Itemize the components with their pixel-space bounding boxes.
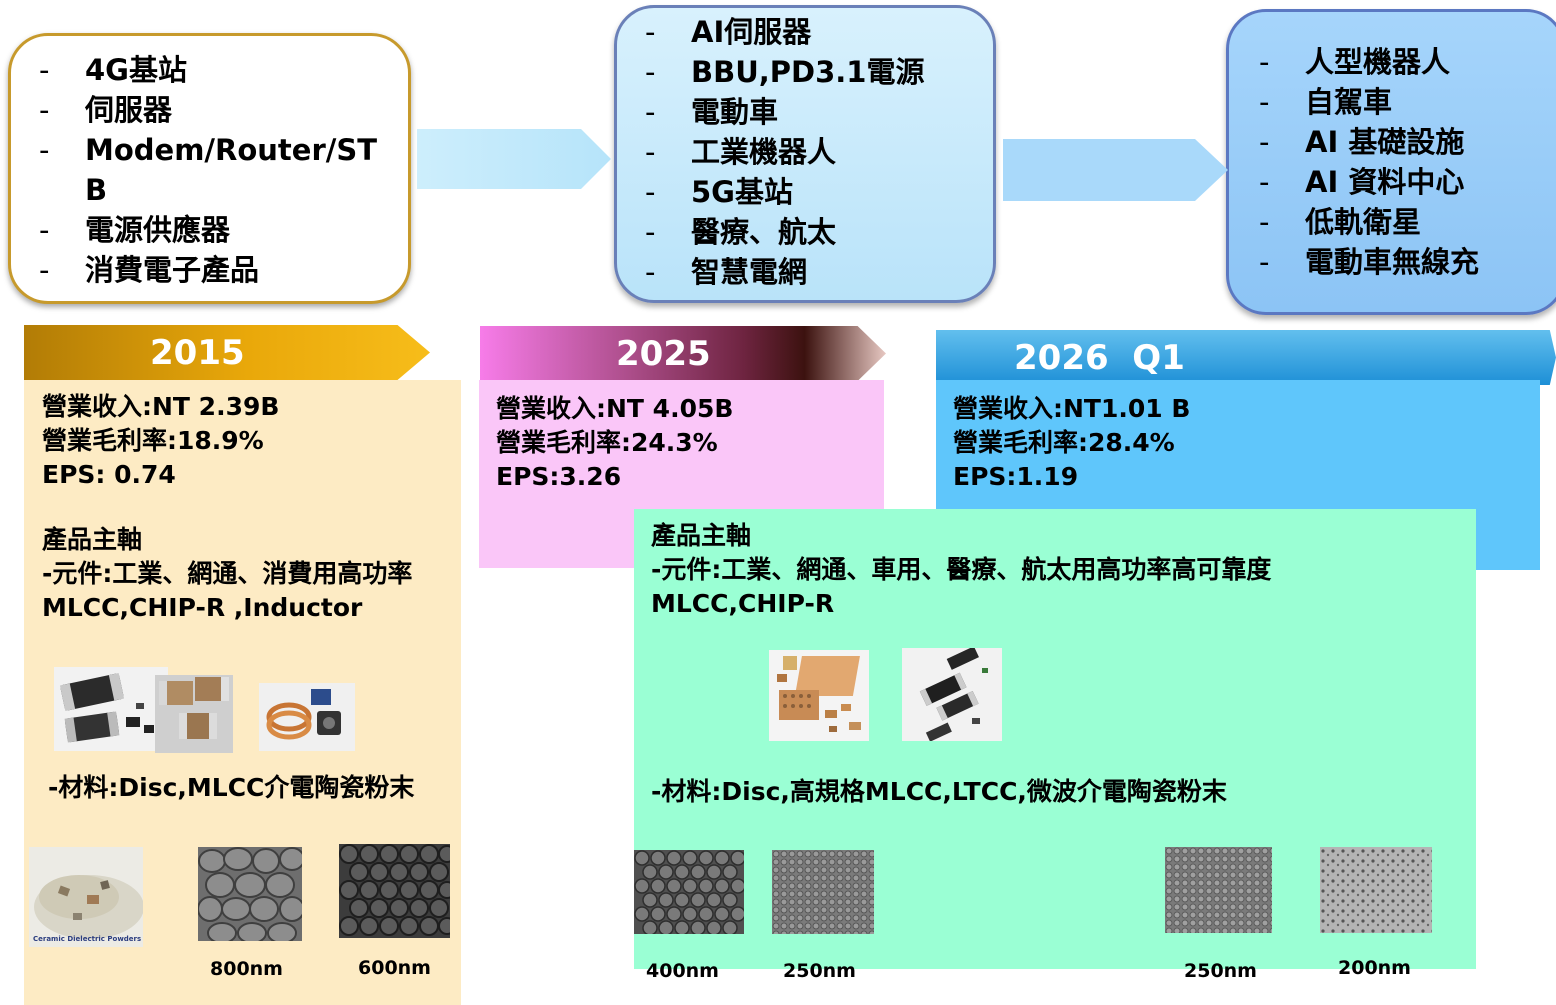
inductor-photo xyxy=(259,683,355,751)
grain-micrograph-800nm xyxy=(198,847,302,941)
components-line: -元件:工業、網通、車用、醫療、航太用高功率高可靠度 xyxy=(651,555,1272,584)
components-text: -元件:工業、網通、消費用高功率MLCC,CHIP-R ,Inductor xyxy=(42,559,413,622)
powder-image-label: Ceramic Dielectric Powders xyxy=(33,935,142,943)
flow-arrow-icon xyxy=(1003,139,1228,201)
panel-2015: 營業收入:NT 2.39B 營業毛利率:18.9% EPS: 0.74 產品主軸… xyxy=(24,380,461,1005)
application-item: -自駕車 xyxy=(1259,85,1393,119)
chip-resistor-photo xyxy=(54,667,168,751)
grain-micrograph-250nm xyxy=(772,850,874,934)
product-heading: 產品主軸 xyxy=(651,521,752,550)
financials-2026: 營業收入:NT1.01 B 營業毛利率:28.4% EPS:1.19 xyxy=(953,392,1190,494)
applications-box-2015: -4G基站 -伺服器 -Modem/Router/STB -電源供應器 -消費電… xyxy=(8,33,411,304)
financials-2015: 營業收入:NT 2.39B 營業毛利率:18.9% EPS: 0.74 xyxy=(42,390,279,492)
chip-resistor-components-photo xyxy=(902,648,1002,741)
flow-arrow-icon xyxy=(417,129,611,189)
revenue: 營業收入:NT 2.39B xyxy=(42,392,280,421)
gross-margin: 營業毛利率:24.3% xyxy=(496,428,718,457)
application-item: -4G基站 xyxy=(39,53,187,87)
application-item: -電動車無線充 xyxy=(1259,245,1480,279)
application-item: -低軌衛星 xyxy=(1259,205,1422,239)
application-item: -電動車 xyxy=(645,95,779,129)
application-item: -BBU,PD3.1電源 xyxy=(645,55,925,89)
components-line: MLCC,CHIP-R xyxy=(651,589,835,618)
eps: EPS: 0.74 xyxy=(42,460,176,489)
application-item: -5G基站 xyxy=(645,175,793,209)
application-item: -AI 資料中心 xyxy=(1259,165,1465,199)
grain-size-label: 800nm xyxy=(210,958,283,980)
year-banner-2015: 2015 xyxy=(24,325,430,380)
product-focus-2015: 產品主軸 -元件:工業、網通、消費用高功率MLCC,CHIP-R ,Induct… xyxy=(42,523,442,625)
application-item: -電源供應器 xyxy=(39,213,231,247)
application-item: -醫療、航太 xyxy=(645,215,837,249)
application-item: -Modem/Router/STB xyxy=(39,133,378,207)
year-banner-2025: 2025 xyxy=(480,326,886,381)
grain-micrograph-600nm xyxy=(339,844,450,938)
grain-micrograph-200nm xyxy=(1320,847,1432,933)
grain-size-label: 400nm xyxy=(646,960,719,982)
grain-size-label: 200nm xyxy=(1338,957,1411,979)
product-focus-text: 產品主軸 -元件:工業、網通、車用、醫療、航太用高功率高可靠度 MLCC,CHI… xyxy=(651,519,1471,621)
grain-micrograph-250nm xyxy=(1165,847,1272,933)
mlcc-photo xyxy=(155,675,233,753)
gross-margin: 營業毛利率:18.9% xyxy=(42,426,264,455)
materials-text-2026: -材料:Disc,高規格MLCC,LTCC,微波介電陶瓷粉末 xyxy=(651,777,1227,806)
eps: EPS:3.26 xyxy=(496,462,622,491)
application-item: -工業機器人 xyxy=(645,135,837,169)
grain-size-label: 250nm xyxy=(1184,960,1257,982)
revenue: 營業收入:NT1.01 B xyxy=(953,394,1191,423)
product-heading: 產品主軸 xyxy=(42,525,143,554)
application-item: -人型機器人 xyxy=(1259,45,1451,79)
grain-size-label: 250nm xyxy=(783,960,856,982)
applications-box-2025: -AI伺服器 -BBU,PD3.1電源 -電動車 -工業機器人 -5G基站 -醫… xyxy=(614,5,996,303)
gross-margin: 營業毛利率:28.4% xyxy=(953,428,1175,457)
ceramic-powder-photo: Ceramic Dielectric Powders xyxy=(29,847,143,947)
year-banner-2026: 2026 Q1 xyxy=(936,330,1556,385)
grain-micrograph-400nm xyxy=(634,850,744,934)
eps: EPS:1.19 xyxy=(953,462,1079,491)
application-item: -AI 基礎設施 xyxy=(1259,125,1465,159)
application-item: -伺服器 xyxy=(39,93,173,127)
product-focus-panel-2026: 產品主軸 -元件:工業、網通、車用、醫療、航太用高功率高可靠度 MLCC,CHI… xyxy=(634,509,1476,969)
revenue: 營業收入:NT 4.05B xyxy=(496,394,734,423)
application-item: -智慧電網 xyxy=(645,255,808,289)
application-item: -消費電子產品 xyxy=(39,253,260,287)
application-item: -AI伺服器 xyxy=(645,15,812,49)
applications-box-2026: -人型機器人 -自駕車 -AI 基礎設施 -AI 資料中心 -低軌衛星 -電動車… xyxy=(1226,9,1556,315)
grain-size-label: 600nm xyxy=(358,957,431,979)
materials-text-2015: -材料:Disc,MLCC介電陶瓷粉末 xyxy=(48,773,415,802)
mlcc-components-photo xyxy=(769,650,869,741)
financials-2025: 營業收入:NT 4.05B 營業毛利率:24.3% EPS:3.26 xyxy=(496,392,733,494)
